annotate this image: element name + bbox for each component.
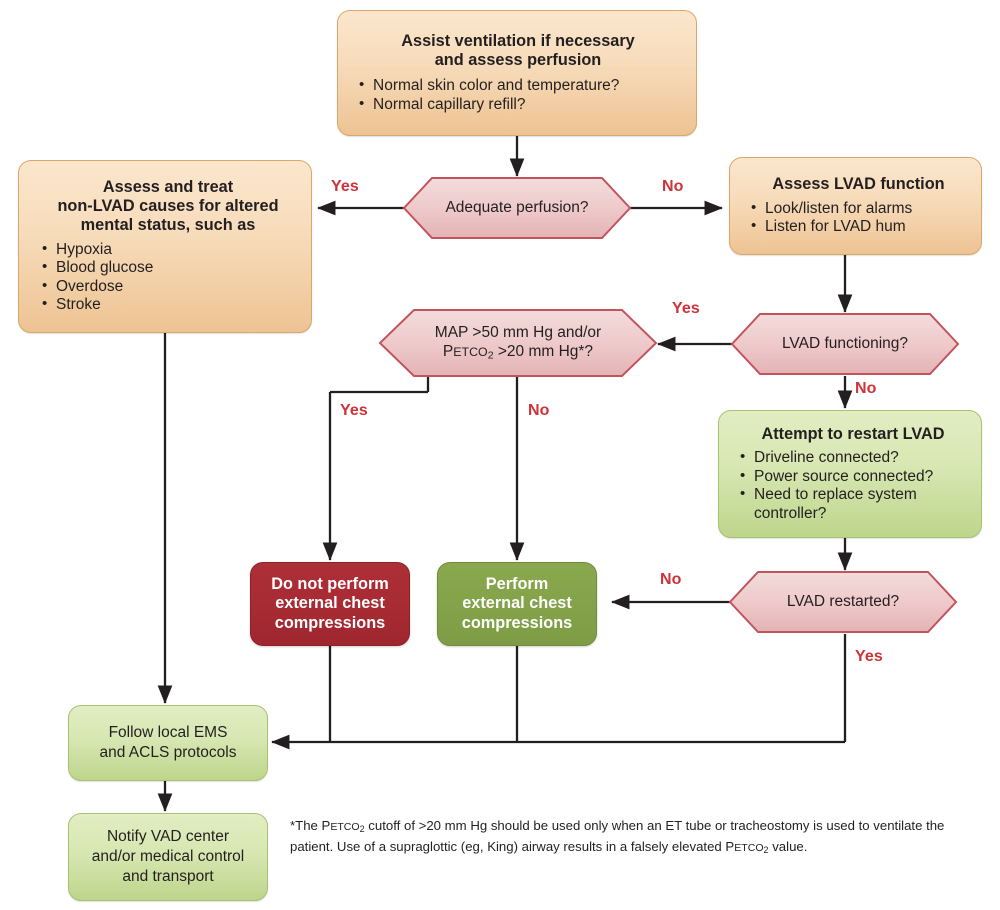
footnote-part4: elevated P: [671, 838, 735, 854]
perform-line2: external chest: [462, 594, 572, 613]
list-item: Hypoxia: [39, 240, 297, 260]
edge-label-map-yes: Yes: [340, 402, 368, 419]
list-item: Look/listen for alarms: [748, 199, 969, 219]
edge-label-restarted-yes: Yes: [855, 648, 883, 665]
edge-label-perfusion-no: No: [662, 178, 684, 195]
list-item: Normal skin color and temperature?: [356, 76, 680, 96]
list-item: Driveline connected?: [737, 448, 969, 468]
footnote-part1-smallcaps: ETCO: [330, 821, 360, 833]
list-item: Stroke: [39, 295, 297, 315]
do-not-perform-line3: compressions: [274, 613, 386, 632]
edge-label-functioning-no: No: [855, 380, 877, 397]
perform-line1: Perform: [485, 575, 549, 594]
assist-ventilation-title: Assist ventilation if necessary and asse…: [356, 32, 680, 70]
list-item: Listen for LVAD hum: [748, 217, 969, 237]
edge-label-functioning-yes: Yes: [672, 300, 700, 317]
do-not-perform-line2: external chest: [275, 594, 385, 613]
adequate-perfusion-text: Adequate perfusion?: [445, 198, 589, 216]
assess-non-lvad-title: Assess and treat non-LVAD causes for alt…: [39, 178, 297, 236]
assist-ventilation-title-line2: and assess perfusion: [434, 50, 602, 69]
map-petco2-line1: MAP >50 mm Hg and/or: [434, 324, 602, 342]
lvad-restarted-text: LVAD restarted?: [786, 592, 900, 610]
perform-line3: compressions: [461, 613, 573, 632]
list-item: Overdose: [39, 277, 297, 297]
notify-vad-text: Notify VAD center and/or medical control…: [77, 827, 259, 887]
lvad-functioning-text: LVAD functioning?: [781, 334, 909, 352]
assess-non-lvad-bullets: Hypoxia Blood glucose Overdose Stroke: [39, 240, 297, 315]
assess-lvad-function-title: Assess LVAD function: [772, 175, 945, 194]
assess-lvad-function-bullets: Look/listen for alarms Listen for LVAD h…: [748, 199, 969, 237]
footnote-part1: *The P: [290, 818, 331, 833]
decision-lvad-restarted: LVAD restarted?: [728, 570, 958, 634]
notify-vad-line2: and/or medical control: [91, 847, 245, 865]
node-assess-non-lvad: Assess and treat non-LVAD causes for alt…: [18, 160, 312, 333]
notify-vad-line3: and transport: [122, 868, 214, 886]
notify-vad-line1: Notify VAD center: [106, 827, 230, 845]
node-perform-compressions: Perform external chest compressions: [437, 562, 597, 646]
node-assist-ventilation: Assist ventilation if necessary and asse…: [337, 10, 697, 136]
edge-label-restarted-no: No: [660, 571, 682, 588]
node-follow-protocols: Follow local EMS and ACLS protocols: [68, 705, 268, 781]
list-item: Power source connected?: [737, 467, 969, 487]
footnote-part2: cutoff of >20 mm Hg should be used only …: [364, 818, 810, 833]
decision-map-petco2: MAP >50 mm Hg and/or PETCO2 >20 mm Hg*?: [378, 308, 658, 378]
hexagon-shape: [730, 313, 960, 375]
assess-non-lvad-title-line3: mental status, such as: [80, 216, 256, 235]
list-item: Blood glucose: [39, 258, 297, 278]
node-do-not-perform-compressions: Do not perform external chest compressio…: [250, 562, 410, 646]
node-notify-vad-center: Notify VAD center and/or medical control…: [68, 813, 268, 901]
hexagon-shape: [378, 309, 658, 377]
footnote-part4-sub: 2: [763, 844, 769, 855]
footnote: *The PETCO2 cutoff of >20 mm Hg should b…: [290, 816, 990, 857]
footnote-part5: value.: [768, 838, 808, 854]
assess-non-lvad-title-line1: Assess and treat: [102, 177, 234, 196]
follow-protocols-line2: and ACLS protocols: [99, 744, 237, 761]
petco2-rest: >20 mm Hg*?: [493, 342, 594, 360]
petco2-subscript: 2: [487, 349, 494, 362]
edge-label-map-no: No: [528, 402, 550, 419]
perform-text: Perform external chest compressions: [446, 575, 588, 633]
follow-protocols-line1: Follow local EMS: [108, 723, 228, 741]
petco2-smallcaps: ETCO: [453, 344, 488, 359]
attempt-restart-title: Attempt to restart LVAD: [761, 424, 945, 443]
map-petco2-text: MAP >50 mm Hg and/or PETCO2 >20 mm Hg*?: [435, 324, 601, 362]
follow-protocols-text: Follow local EMS and ACLS protocols: [79, 723, 257, 763]
assess-non-lvad-title-line2: non-LVAD causes for altered: [57, 197, 279, 216]
attempt-restart-bullets: Driveline connected? Power source connec…: [737, 448, 969, 523]
node-assess-lvad-function: Assess LVAD function Look/listen for ala…: [729, 157, 982, 255]
list-item: Need to replace system controller?: [737, 485, 969, 523]
assist-ventilation-bullets: Normal skin color and temperature? Norma…: [356, 76, 680, 115]
node-attempt-restart-lvad: Attempt to restart LVAD Driveline connec…: [718, 410, 982, 538]
do-not-perform-text: Do not perform external chest compressio…: [259, 575, 401, 633]
decision-lvad-functioning: LVAD functioning?: [730, 312, 960, 376]
do-not-perform-line1: Do not perform: [271, 575, 389, 594]
hexagon-shape: [402, 177, 632, 239]
footnote-part1-sub: 2: [359, 824, 365, 835]
assist-ventilation-title-line1: Assist ventilation if necessary: [401, 31, 635, 50]
footnote-part4-smallcaps: ETCO: [734, 841, 764, 854]
petco2-prefix: P: [442, 342, 454, 360]
map-petco2-line2: PETCO2 >20 mm Hg*?: [442, 342, 594, 362]
edge-label-perfusion-yes: Yes: [331, 178, 359, 195]
footnote-part3: is used to ventilate the patient. Use of…: [290, 818, 945, 854]
list-item: Normal capillary refill?: [356, 95, 680, 115]
decision-adequate-perfusion: Adequate perfusion?: [402, 176, 632, 240]
hexagon-shape: [728, 571, 958, 633]
